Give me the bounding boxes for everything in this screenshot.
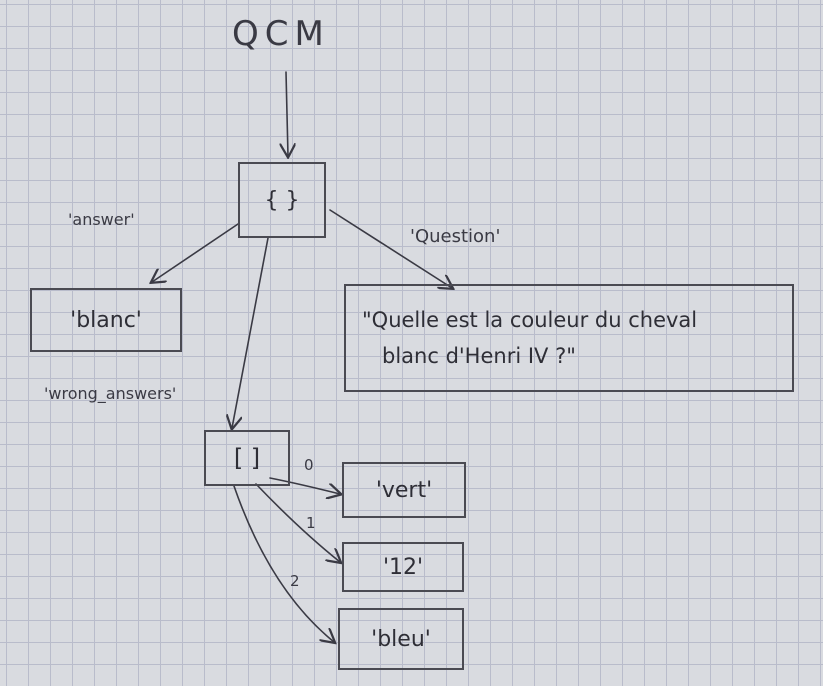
question-value-node: "Quelle est la couleur du cheval blanc d… [344,284,794,392]
item-node-0: 'vert' [342,462,466,518]
question-line-1: "Quelle est la couleur du cheval [362,308,698,332]
diagram-title: QCM [232,14,330,54]
arrow-item-2 [233,485,334,642]
item-node-1: '12' [342,542,464,592]
arrow-title-to-root [286,71,288,156]
edge-label-question: 'Question' [410,226,501,247]
wrong-answers-list-node: [ ] [204,430,290,486]
index-label-2: 2 [290,572,300,590]
edge-label-wrong-answers: 'wrong_answers' [44,384,177,403]
arrow-item-0 [269,477,340,494]
answer-value-node: 'blanc' [30,288,182,352]
arrow-item-1 [255,483,340,562]
arrow-answer [152,223,239,282]
edge-label-answer: 'answer' [68,210,135,229]
root-dict-node: { } [238,162,326,238]
index-label-0: 0 [304,456,314,474]
question-line-2: blanc d'Henri IV ?" [382,344,576,368]
arrow-wrong-answers [232,237,269,428]
arrow-question [329,209,452,288]
item-node-2: 'bleu' [338,608,464,670]
index-label-1: 1 [306,514,316,532]
